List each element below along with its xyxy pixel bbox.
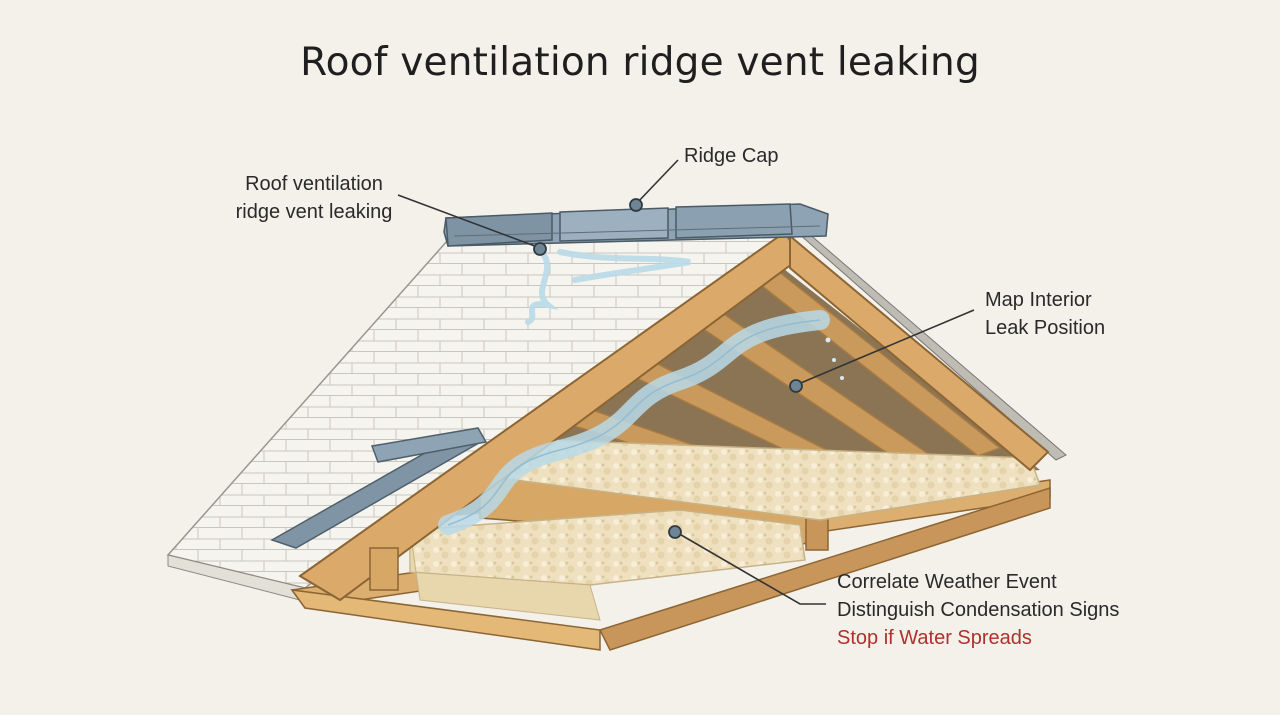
warning-line: Stop if Water Spreads	[837, 627, 1032, 649]
marker-dots	[533, 198, 803, 539]
ridge-cap-marker	[629, 198, 643, 212]
knee-wall-stud	[369, 547, 399, 591]
insulation-front-side	[409, 529, 601, 621]
box-vent	[270, 427, 488, 549]
callout-line: Leak Position	[985, 317, 1106, 339]
callout-ridge-vent-leak: Roof ventilation ridge vent leaking	[232, 170, 396, 226]
floor-beam	[598, 486, 1051, 651]
callout-line: Correlate Weather Event	[837, 571, 1057, 593]
callout-checks: Correlate Weather Event Distinguish Cond…	[837, 568, 1119, 652]
callout-line: Distinguish Condensation Signs	[837, 599, 1120, 621]
callout-ridge-cap: Ridge Cap	[684, 142, 779, 170]
leader-lines	[397, 159, 975, 605]
callout-line: ridge vent leaking	[235, 201, 393, 223]
interior-leak-marker	[789, 379, 803, 393]
floor-frame-front	[290, 589, 601, 651]
insulation-check-marker	[668, 525, 682, 539]
ridge-cap	[443, 203, 829, 247]
water-drips	[825, 337, 844, 380]
page-title: Roof ventilation ridge vent leaking	[300, 40, 980, 85]
right-rafter-board	[789, 233, 1050, 472]
ridge-vent-leak-marker	[533, 242, 547, 256]
callout-line: Ridge Cap	[684, 145, 779, 167]
callout-line: Map Interior	[985, 289, 1092, 311]
callout-interior-leak: Map Interior Leak Position	[985, 286, 1105, 342]
water-stream-roof	[525, 247, 691, 325]
callout-line: Roof ventilation	[245, 173, 383, 195]
